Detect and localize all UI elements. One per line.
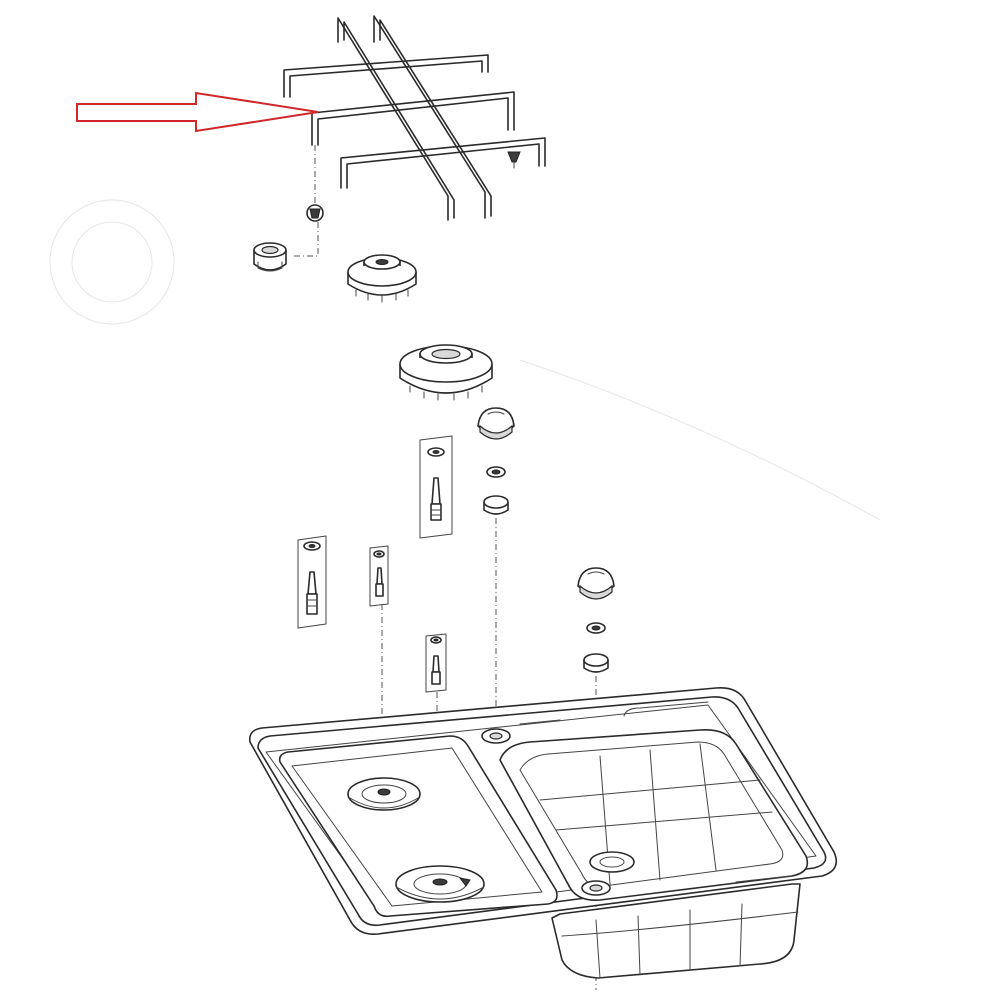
injector-nozzle-middle[interactable] (369, 545, 389, 607)
pointer-arrow (76, 91, 319, 133)
gas-valve-spindle[interactable] (425, 633, 447, 693)
burner-socket-front (395, 865, 485, 903)
knob-ring-right (586, 622, 606, 634)
sink-drain (589, 851, 635, 873)
tap-hole-bottom (581, 880, 611, 896)
control-knob-left[interactable] (477, 407, 515, 440)
burner-cap-small[interactable] (253, 242, 287, 272)
hob-sink-combination (248, 686, 838, 979)
injector-nozzle-left[interactable] (297, 535, 327, 629)
burner-base-large[interactable] (399, 344, 493, 401)
burner-socket-rear (347, 777, 421, 811)
knob-ring-left (486, 466, 506, 478)
pan-support-grid[interactable] (283, 15, 546, 221)
tap-hole-top (481, 728, 511, 744)
burner-base-small[interactable] (347, 254, 417, 303)
control-knob-right[interactable] (577, 567, 615, 600)
knob-bezel-left (483, 495, 509, 515)
knob-bezel-right (583, 653, 609, 673)
grid-rubber-foot (306, 204, 324, 222)
injector-nozzle-top[interactable] (419, 435, 453, 539)
background-artefacts (49, 199, 881, 521)
